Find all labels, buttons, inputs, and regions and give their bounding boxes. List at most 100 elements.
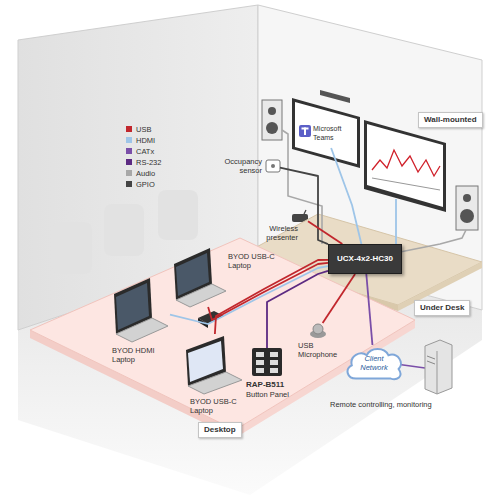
device-name: RAP-B511 xyxy=(246,380,302,390)
speaker-cone xyxy=(463,194,471,202)
server-edge xyxy=(437,351,438,394)
laptop: BYOD USB-C Laptop xyxy=(184,334,242,394)
speaker-cone xyxy=(460,209,474,223)
node-text: Client Network xyxy=(356,354,392,372)
legend-swatch xyxy=(126,181,132,187)
legend-text: GPIO xyxy=(136,180,155,189)
button-panel: RAP-B511Button Panel xyxy=(252,348,282,376)
node-text: USB Microphone xyxy=(298,341,346,359)
network-cloud: Client Network xyxy=(344,345,404,381)
display-screen: Microsoft Teams xyxy=(296,120,356,148)
cable xyxy=(170,266,328,324)
cable xyxy=(208,263,328,320)
node-text: Microsoft Teams xyxy=(313,125,354,142)
panel-button xyxy=(270,360,278,365)
legend-text: HDMI xyxy=(136,136,155,145)
legend-row: RS-232 xyxy=(126,157,161,168)
note-label: Remote controlling, monitoring xyxy=(330,400,432,409)
zone-tab: Under Desk xyxy=(414,300,470,316)
node-text: Wall-mounted xyxy=(424,115,477,125)
zone-tab: Desktop xyxy=(198,422,242,438)
laptop: BYOD HDMI Laptop xyxy=(112,272,170,343)
panel-button xyxy=(256,368,264,373)
chart-line xyxy=(372,178,440,190)
legend-row: USB xyxy=(126,124,161,135)
legend-row: Audio xyxy=(126,168,161,179)
audio-wire xyxy=(400,230,466,252)
node-text: BYOD HDMI Laptop xyxy=(112,346,168,364)
presenter-antenna xyxy=(304,210,306,214)
speaker-cone xyxy=(266,122,278,134)
cable xyxy=(267,271,328,348)
device-label: BYOD USB-C Laptop xyxy=(190,397,246,415)
display-frame xyxy=(364,120,446,212)
device-label: Wireless presenter xyxy=(252,224,298,242)
legend-swatch xyxy=(126,148,132,154)
laptop-base xyxy=(188,372,242,394)
camera-bar xyxy=(320,90,350,103)
chair-back xyxy=(158,190,198,240)
occupancy-sensor: Occupancy sensor xyxy=(266,160,280,172)
hdmi-wire xyxy=(395,199,397,244)
legend-swatch xyxy=(126,159,132,165)
teams-logo-mark xyxy=(304,128,306,136)
laptop: BYOD USB-C Laptop xyxy=(172,246,226,307)
node-text: Desktop xyxy=(204,425,236,435)
cable xyxy=(308,221,342,244)
speaker xyxy=(262,100,282,140)
legend: USB HDMI CATxRS-232AudioGPIO xyxy=(126,124,161,190)
teams-logo xyxy=(299,125,311,137)
legend-row: HDMI xyxy=(126,135,161,146)
microphone-head xyxy=(313,324,323,334)
chair-back xyxy=(52,222,92,274)
laptop-base xyxy=(176,284,226,307)
device-label: Occupancy sensor xyxy=(220,157,262,175)
node-text: BYOD USB-C Laptop xyxy=(190,397,246,415)
server-tower xyxy=(425,340,452,394)
microphone: USB Microphone xyxy=(311,323,325,337)
display-panel xyxy=(367,124,443,207)
node-text: Under Desk xyxy=(420,303,464,313)
legend-swatch xyxy=(126,126,132,132)
panel-button xyxy=(270,368,278,373)
cable xyxy=(215,260,328,334)
legend-text: USB xyxy=(136,125,151,134)
legend-swatch xyxy=(126,170,132,176)
node-text: Wireless presenter xyxy=(252,224,298,242)
server-slot xyxy=(427,356,435,359)
legend-text: CATx xyxy=(136,147,154,156)
cable xyxy=(323,274,355,323)
node-text: UCX-4x2-HC30 xyxy=(337,254,393,264)
laptop-base xyxy=(116,318,168,342)
legend-text: RS-232 xyxy=(136,158,161,167)
display-panel xyxy=(295,102,357,164)
speaker-cone xyxy=(268,107,276,115)
display-frame xyxy=(292,98,360,168)
cable xyxy=(366,274,372,345)
cable xyxy=(331,148,361,244)
sensor-icon xyxy=(266,160,280,172)
legend-row: CATx xyxy=(126,146,161,157)
legend-swatch xyxy=(126,137,132,143)
wireless-presenter: Wireless presenter xyxy=(292,210,308,222)
zone-tab: Wall-mounted xyxy=(418,112,483,128)
server-slot xyxy=(427,361,435,364)
legend-text: Audio xyxy=(136,169,155,178)
node-text: BYOD USB-C Laptop xyxy=(228,252,284,270)
device-label: BYOD USB-C Laptop xyxy=(228,252,284,270)
node-text: Button Panel xyxy=(246,390,302,399)
node-text: Occupancy sensor xyxy=(220,157,262,175)
device-label: BYOD HDMI Laptop xyxy=(112,346,168,364)
speaker xyxy=(456,186,478,230)
panel-button xyxy=(270,352,278,357)
legend-row: GPIO xyxy=(126,179,161,190)
sensor-lens xyxy=(271,164,275,168)
device-label: RAP-B511Button Panel xyxy=(246,380,302,399)
chair-back xyxy=(104,204,144,256)
device-label: USB Microphone xyxy=(298,341,346,359)
chart-line xyxy=(372,150,440,176)
button-panel-icon xyxy=(252,348,282,376)
